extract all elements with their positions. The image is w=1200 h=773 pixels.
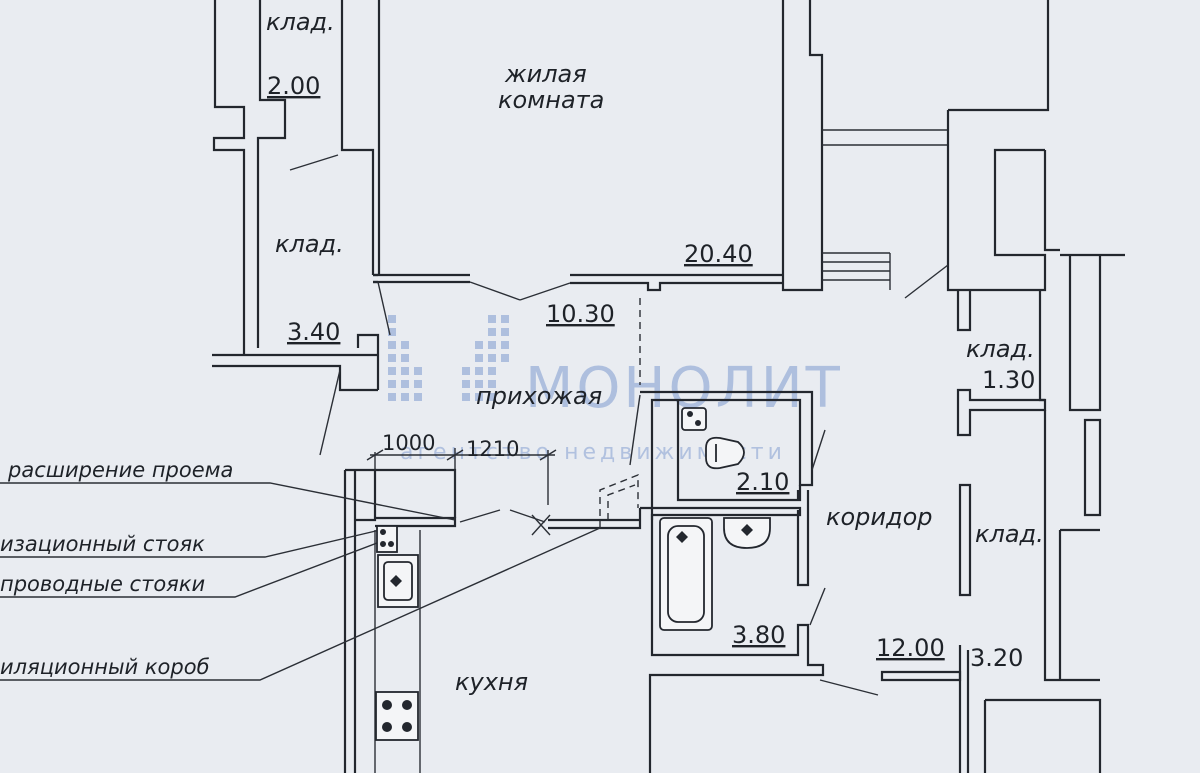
corridor-area: 12.00	[876, 634, 945, 662]
dimension-1210: 1210	[466, 437, 519, 461]
corridor-name: коридор	[826, 503, 933, 531]
bathtub-icon	[659, 517, 713, 631]
walls	[212, 0, 1125, 773]
fixtures	[375, 407, 771, 741]
storage-right-top-area: 1.30	[982, 366, 1035, 394]
note-vent: иляционный короб	[0, 655, 210, 679]
note-water: проводные стояки	[0, 572, 205, 596]
storage-right-top-name: клад.	[966, 335, 1035, 363]
washbasin-icon	[723, 517, 771, 549]
storage-top-name: клад.	[266, 8, 335, 36]
storage-right-name: клад.	[975, 520, 1044, 548]
wc-area: 2.10	[736, 468, 789, 496]
dimension-lines	[366, 448, 557, 520]
kitchen-name: кухня	[455, 668, 528, 696]
storage-right-area: 3.20	[970, 644, 1023, 672]
doors	[289, 154, 949, 696]
note-sewer: изационный стояк	[0, 532, 205, 556]
living-room-name: жилая	[504, 60, 587, 88]
leader-lines	[0, 482, 601, 681]
living-room-name-2: комната	[498, 86, 604, 114]
note-opening: расширение проема	[7, 458, 233, 482]
stove-icon	[375, 691, 419, 741]
hallway-name: прихожая	[476, 382, 602, 410]
toilet-icon	[681, 407, 745, 470]
riser-icon	[376, 525, 398, 553]
labels: жилая комната 20.40 клад. 2.00 клад. 3.4…	[0, 8, 1044, 696]
watermark: МОНОЛИТ агентство недвижимости	[388, 315, 840, 465]
watermark-logo-icon	[388, 315, 509, 401]
storage-top-area: 2.00	[267, 72, 320, 100]
sink-icon	[377, 554, 419, 608]
storage-left-area: 3.40	[287, 318, 340, 346]
dimension-1000: 1000	[382, 431, 435, 455]
hallway-area: 10.30	[546, 300, 615, 328]
bathroom-area: 3.80	[732, 621, 785, 649]
storage-left-name: клад.	[275, 230, 344, 258]
living-room-area: 20.40	[684, 240, 753, 268]
